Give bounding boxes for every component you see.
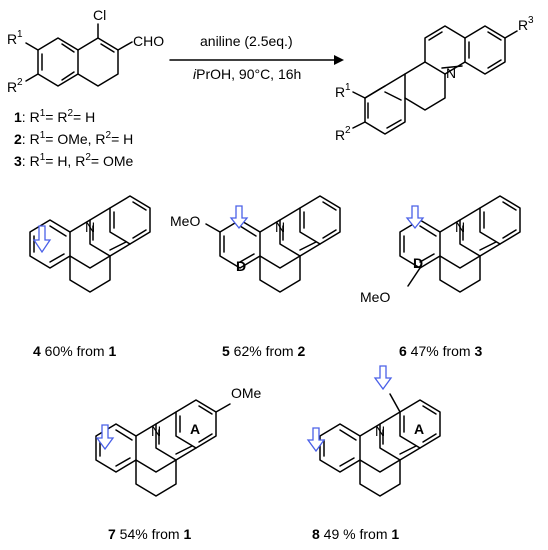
product-r2-label: R xyxy=(335,127,345,143)
compound-6-caption: 6 47% from 3 xyxy=(399,343,483,359)
product-r3-label: R xyxy=(518,17,528,33)
position-arrow-icon xyxy=(306,427,326,453)
compound-6-ring-label: D xyxy=(413,255,423,271)
substrate-2: 2: R1= OMe, R2= H xyxy=(14,130,133,147)
compound-5-structure xyxy=(205,195,341,293)
compound-7-ring-label: A xyxy=(190,421,200,437)
compound-7-structure xyxy=(95,399,231,497)
substrate-legend: 1: R1= R2= H 2: R1= OMe, R2= H 3: R1= H,… xyxy=(14,108,134,169)
aldehyde-label: CHO xyxy=(133,33,164,49)
compound-7-caption: 7 54% from 1 xyxy=(108,526,192,542)
compound-4-n-label: N xyxy=(85,219,95,235)
product-r1-superscript: 1 xyxy=(345,82,351,93)
r2-superscript: 2 xyxy=(17,77,23,88)
compound-8-ring-label: A xyxy=(414,421,424,437)
position-arrow-icon xyxy=(373,365,393,391)
conditions-solvent: iPrOH, 90°C, 16h xyxy=(193,66,301,82)
compound-6-substituent: MeO xyxy=(360,289,390,305)
starting-material-structure xyxy=(25,23,133,87)
product-r2-superscript: 2 xyxy=(345,125,351,136)
product-n-label: N xyxy=(446,65,456,81)
compound-7-n-label: N xyxy=(151,423,161,439)
compound-8-structure xyxy=(319,393,441,497)
r1-superscript: 1 xyxy=(17,29,23,40)
compound-6-n-label: N xyxy=(455,219,465,235)
conditions-reagent: aniline (2.5eq.) xyxy=(200,33,293,49)
position-arrow-icon xyxy=(32,225,52,254)
compound-8-n-label: N xyxy=(375,423,385,439)
compound-6-structure xyxy=(399,195,521,293)
product-structure xyxy=(352,25,518,135)
compound-8-caption: 8 49 % from 1 xyxy=(312,526,399,542)
position-arrow-icon xyxy=(229,205,249,230)
compound-4-structure xyxy=(29,195,151,293)
compound-5-caption: 5 62% from 2 xyxy=(222,343,306,359)
r2-label: R xyxy=(7,79,17,95)
position-arrow-icon xyxy=(405,205,425,230)
chlorine-label: Cl xyxy=(93,7,106,23)
compound-5-ring-label: D xyxy=(236,258,246,274)
product-r1-label: R xyxy=(335,84,345,100)
substrate-3: 3: R1= H, R2= OMe xyxy=(14,152,134,169)
compound-4-caption: 4 60% from 1 xyxy=(33,343,117,359)
reaction-arrow xyxy=(169,55,344,65)
substrate-1: 1: R1= R2= H xyxy=(14,108,95,125)
compound-7-substituent: OMe xyxy=(231,385,262,401)
r1-label: R xyxy=(7,31,17,47)
compound-5-substituent: MeO xyxy=(170,213,200,229)
position-arrow-icon xyxy=(95,424,115,451)
compound-5-n-label: N xyxy=(275,219,285,235)
product-r3-superscript: 3 xyxy=(528,15,534,26)
